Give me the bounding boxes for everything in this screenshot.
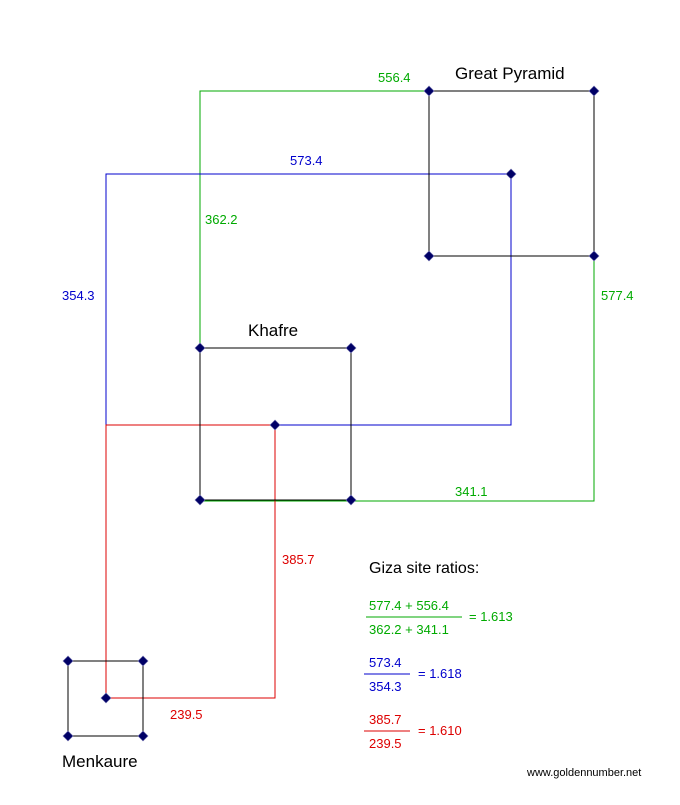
green-ratio: 577.4 + 556.4 362.2 + 341.1 = 1.613	[366, 598, 513, 637]
menkaure-markers	[62, 655, 149, 742]
great-pyramid-markers	[423, 85, 600, 262]
red-ratio-result: = 1.610	[418, 723, 462, 738]
khafre-outline	[199, 347, 352, 501]
marker-diamond	[505, 168, 517, 180]
green-bottom-dimension: 341.1	[455, 484, 488, 499]
marker-diamond	[269, 419, 281, 431]
site-url: www.goldennumber.net	[526, 767, 641, 779]
blue-ratio: 573.4 354.3 = 1.618	[364, 655, 462, 694]
marker-diamond	[423, 85, 435, 97]
red-right-dimension: 385.7	[282, 552, 315, 567]
marker-diamond	[62, 730, 74, 742]
green-left-dimension: 362.2	[205, 212, 238, 227]
marker-diamond	[100, 692, 112, 704]
great-pyramid-label: Great Pyramid	[455, 64, 565, 83]
red-ratio-numerator: 385.7	[369, 712, 402, 727]
marker-diamond	[588, 250, 600, 262]
blue-ratio-denominator: 354.3	[369, 679, 402, 694]
blue-left-dimension: 354.3	[62, 288, 95, 303]
red-ratio-denominator: 239.5	[369, 736, 402, 751]
marker-diamond	[194, 494, 206, 506]
green-right-dimension: 577.4	[601, 288, 634, 303]
menkaure-outline	[67, 660, 144, 737]
marker-diamond	[423, 250, 435, 262]
green-ratio-denominator: 362.2 + 341.1	[369, 622, 449, 637]
green-rectangle	[199, 90, 595, 502]
khafre-label: Khafre	[248, 321, 298, 340]
blue-ratio-result: = 1.618	[418, 666, 462, 681]
marker-diamond	[588, 85, 600, 97]
red-bottom-dimension: 239.5	[170, 707, 203, 722]
red-rectangle	[105, 424, 276, 699]
great-pyramid-outline	[428, 90, 595, 257]
green-ratio-result: = 1.613	[469, 609, 513, 624]
menkaure-label: Menkaure	[62, 752, 138, 771]
marker-diamond	[194, 342, 206, 354]
marker-diamond	[137, 730, 149, 742]
green-top-dimension: 556.4	[378, 70, 411, 85]
red-ratio: 385.7 239.5 = 1.610	[364, 712, 462, 751]
green-ratio-numerator: 577.4 + 556.4	[369, 598, 449, 613]
blue-rectangle	[105, 173, 512, 426]
khafre-markers	[194, 342, 357, 506]
blue-top-dimension: 573.4	[290, 153, 323, 168]
blue-ratio-numerator: 573.4	[369, 655, 402, 670]
marker-diamond	[345, 342, 357, 354]
ratios-title: Giza site ratios:	[369, 560, 479, 577]
marker-diamond	[137, 655, 149, 667]
marker-diamond	[345, 494, 357, 506]
marker-diamond	[62, 655, 74, 667]
